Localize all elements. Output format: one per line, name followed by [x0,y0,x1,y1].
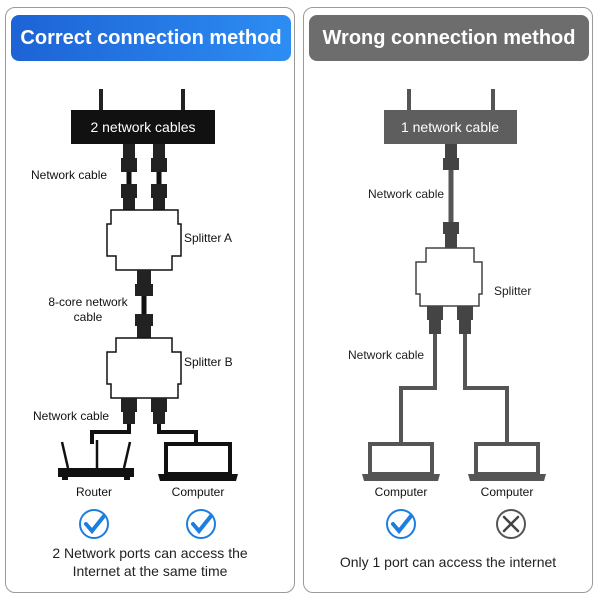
splitter-a [106,209,182,271]
splitter [415,247,483,307]
network-cable-label-top: Network cable [368,187,444,201]
check-icon [386,509,416,539]
top-label: 2 network cables [90,119,195,135]
correct-method-footer: 2 Network ports can access the Internet … [6,544,294,580]
cross-icon [496,509,526,539]
correct-connection-diagram: 2 network cables Network cable Splitter … [31,89,238,539]
wrong-method-title: Wrong connection method [309,15,589,61]
network-cable-label-top: Network cable [31,168,107,182]
core-cable-label-1: 8-core network [48,295,128,309]
device-cables [399,334,509,444]
device-cables [90,424,198,444]
check-icon [79,509,109,539]
rj45-plug-icon [135,314,153,338]
laptop-icon [362,442,440,481]
computer-label-right: Computer [481,485,534,499]
network-cable-label-bottom: Network cable [33,409,109,423]
splitter-a-label: Splitter A [184,231,232,245]
rj45-plug-icon [427,306,473,334]
splitter-b-label: Splitter B [184,355,233,369]
router-label: Router [76,485,112,499]
computer-label-left: Computer [375,485,428,499]
top-label: 1 network cable [401,119,499,135]
footer-line-2: Internet at the same time [72,563,228,579]
rj45-plug-icon [443,222,459,248]
splitter-label: Splitter [494,284,531,298]
wall-plate: 2 network cables [71,89,215,144]
laptop-icon [158,442,238,481]
computer-label: Computer [172,485,225,499]
rj45-plug-icon [121,398,167,424]
network-cable-top [126,172,162,184]
correct-method-title: Correct connection method [11,15,291,61]
core-cable-label-2: cable [74,310,103,324]
splitter-b [106,337,182,399]
wrong-method-panel: Wrong connection method 1 network cable … [303,7,593,593]
rj45-plug-icon [121,184,167,210]
rj45-plug-icon [443,144,459,170]
router-icon [58,440,134,480]
wall-plate: 1 network cable [384,89,517,144]
rj45-plug-icon [121,144,167,172]
check-icon [186,509,216,539]
rj45-plug-icon [135,270,153,296]
correct-method-panel: Correct connection method 2 network cabl… [5,7,295,593]
wrong-method-footer: Only 1 port can access the internet [339,554,557,570]
wrong-connection-diagram: 1 network cable Network cable Splitter N… [348,89,546,539]
laptop-icon [468,442,546,481]
footer-line-1: 2 Network ports can access the [52,545,248,561]
network-cable-label-bottom: Network cable [348,348,424,362]
